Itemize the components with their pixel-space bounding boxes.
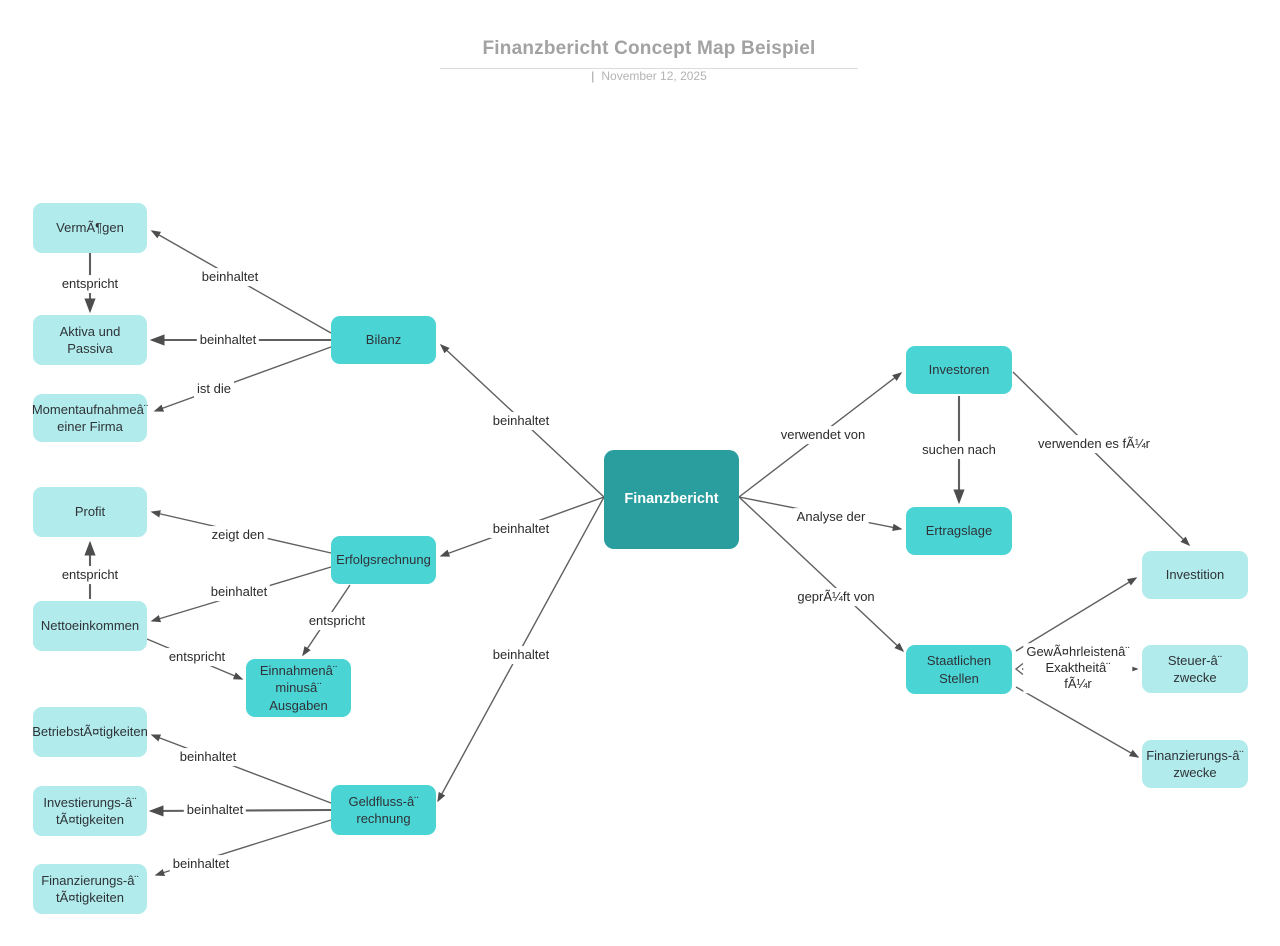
edge-staatliche-stellen-investition <box>1015 577 1138 652</box>
edge-label-bilanz-momentaufnahme: ist die <box>194 380 234 398</box>
node-staatliche-stellen[interactable]: Staatlichen Stellen <box>906 645 1012 694</box>
node-investierungstaetigkeiten[interactable]: Investierungs-â¨ tÃ¤tigkeiten <box>33 786 147 836</box>
node-nettoeinkommen[interactable]: Nettoeinkommen <box>33 601 147 651</box>
node-ertragslage[interactable]: Ertragslage <box>906 507 1012 555</box>
edge-label-vermoegen-aktiva: entspricht <box>58 275 122 293</box>
node-label: Finanzbericht <box>624 490 719 507</box>
node-label: Investoren <box>928 362 990 378</box>
node-label: Bilanz <box>365 332 402 348</box>
node-vermoegen[interactable]: VermÃ¶gen <box>33 203 147 253</box>
node-label: Einnahmenâ¨ minusâ¨ Ausgaben <box>259 663 338 713</box>
node-label: Ertragslage <box>925 523 993 539</box>
edge-label-erfolgsrechnung-einnahmen: entspricht <box>305 612 369 630</box>
node-aktiva-passiva[interactable]: Aktiva und Passiva <box>33 315 147 365</box>
node-investition[interactable]: Investition <box>1142 551 1248 599</box>
edge-finanzbericht-staatliche-stellen <box>738 496 905 653</box>
edge-label-geldfluss-finanzierungstaetigkeiten: beinhaltet <box>169 855 233 873</box>
edge-label-finanzbericht-staatliche-stellen: geprÃ¼ft von <box>794 588 878 606</box>
node-erfolgsrechnung[interactable]: Erfolgsrechnung <box>331 536 436 584</box>
date-separator: | <box>591 69 595 83</box>
node-label: Momentaufnahmeâ¨ einer Firma <box>31 401 149 434</box>
node-label: Staatlichen Stellen <box>926 653 992 686</box>
edge-label-nettoeinkommen-einnahmen: entspricht <box>165 648 229 666</box>
node-steuerzwecke[interactable]: Steuer-â¨ zwecke <box>1142 645 1248 693</box>
edge-bilanz-momentaufnahme <box>153 346 332 412</box>
edge-label-investoren-investition: verwenden es fÃ¼r <box>1034 435 1154 453</box>
edge-label-bilanz-vermoegen: beinhaltet <box>198 268 262 286</box>
node-betriebstaetigkeiten[interactable]: BetriebstÃ¤tigkeiten <box>32 707 148 757</box>
edge-label-finanzbericht-bilanz: beinhaltet <box>489 412 553 430</box>
node-label: BetriebstÃ¤tigkeiten <box>32 724 148 740</box>
node-geldflussrechnung[interactable]: Geldfluss-â¨ rechnung <box>331 785 436 835</box>
node-label: Finanzierungs-â¨ zwecke <box>1146 747 1244 780</box>
edge-label-staatliche-stellen-zwecke: GewÃ¤hrleistenâ¨ Exaktheitâ¨ fÃ¼r <box>1023 643 1133 693</box>
date-text: November 12, 2025 <box>601 69 707 83</box>
node-bilanz[interactable]: Bilanz <box>331 316 436 364</box>
node-finanzierungstaetigkeiten[interactable]: Finanzierungs-â¨ tÃ¤tigkeiten <box>33 864 147 914</box>
arrowhead-into-staatliche-stellen <box>1014 662 1024 676</box>
node-label: VermÃ¶gen <box>56 220 124 236</box>
node-momentaufnahme[interactable]: Momentaufnahmeâ¨ einer Firma <box>31 394 149 442</box>
edge-label-erfolgsrechnung-nettoeinkommen: beinhaltet <box>207 583 271 601</box>
node-label: Geldfluss-â¨ rechnung <box>348 793 419 826</box>
edge-staatliche-stellen-finanzierungszwecke <box>1015 686 1140 758</box>
node-label: Aktiva und Passiva <box>59 323 121 356</box>
edge-label-finanzbericht-erfolgsrechnung: beinhaltet <box>489 520 553 538</box>
node-label: Finanzierungs-â¨ tÃ¤tigkeiten <box>41 872 139 905</box>
edge-geldfluss-betriebstaetigkeiten <box>150 734 332 804</box>
node-finanzbericht[interactable]: Finanzbericht <box>604 450 739 549</box>
edge-label-geldfluss-investierungstaetigkeiten: beinhaltet <box>183 801 247 819</box>
edge-label-finanzbericht-ertragslage: Analyse der <box>793 508 869 526</box>
edge-label-investoren-ertragslage: suchen nach <box>919 441 999 459</box>
diagram-title: Finanzbericht Concept Map Beispiel <box>440 38 858 69</box>
diagram-date: | November 12, 2025 <box>440 69 858 83</box>
edge-investoren-investition <box>1012 371 1191 547</box>
node-einnahmen-minus-ausgaben[interactable]: Einnahmenâ¨ minusâ¨ Ausgaben <box>246 659 351 717</box>
node-label: Investition <box>1165 567 1225 583</box>
node-label: Steuer-â¨ zwecke <box>1167 652 1223 685</box>
node-profit[interactable]: Profit <box>33 487 147 537</box>
edge-label-finanzbericht-geldfluss: beinhaltet <box>489 646 553 664</box>
node-label: Profit <box>74 504 106 520</box>
edge-label-bilanz-aktiva: beinhaltet <box>196 331 260 349</box>
edge-label-erfolgsrechnung-profit: zeigt den <box>208 526 268 544</box>
edge-label-geldfluss-betriebstaetigkeiten: beinhaltet <box>176 748 240 766</box>
node-label: Erfolgsrechnung <box>336 552 431 568</box>
node-investoren[interactable]: Investoren <box>906 346 1012 394</box>
edge-label-nettoeinkommen-profit: entspricht <box>58 566 122 584</box>
node-label: Nettoeinkommen <box>40 618 140 634</box>
node-label: Investierungs-â¨ tÃ¤tigkeiten <box>43 794 137 827</box>
edge-label-finanzbericht-investoren: verwendet von <box>777 426 869 444</box>
node-finanzierungszwecke[interactable]: Finanzierungs-â¨ zwecke <box>1142 740 1248 788</box>
